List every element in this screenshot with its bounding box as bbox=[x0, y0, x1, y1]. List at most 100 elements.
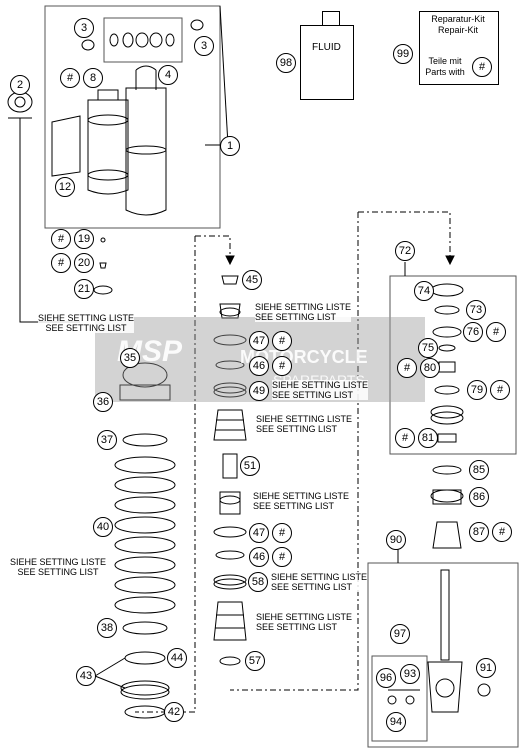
setting-note-line2: SEE SETTING LIST bbox=[256, 622, 338, 632]
setting-note-stack3: SIEHE SETTING LISTE SEE SETTING LIST bbox=[256, 612, 353, 632]
setting-note-line2: SEE SETTING LIST bbox=[271, 582, 353, 592]
callout-1[interactable]: 1 bbox=[220, 136, 240, 156]
callout-97[interactable]: 97 bbox=[390, 624, 410, 644]
callout-36[interactable]: 36 bbox=[93, 392, 113, 412]
callout-46-a[interactable]: 46 bbox=[249, 356, 269, 376]
callout-20-hash: # bbox=[51, 253, 71, 273]
setting-note-49: SIEHE SETTING LISTE SEE SETTING LIST bbox=[272, 380, 369, 400]
seal-kit-box bbox=[103, 17, 183, 63]
callout-4[interactable]: 4 bbox=[158, 65, 178, 85]
callout-74[interactable]: 74 bbox=[414, 281, 434, 301]
piston-rod bbox=[440, 569, 450, 661]
callout-99[interactable]: 99 bbox=[393, 44, 413, 64]
setting-note-line1: SIEHE SETTING LISTE bbox=[272, 380, 369, 390]
callout-49[interactable]: 49 bbox=[249, 381, 269, 401]
repair-kit-line3: Teile mit bbox=[428, 56, 462, 66]
callout-75[interactable]: 75 bbox=[418, 338, 438, 358]
shock-body bbox=[87, 99, 129, 195]
setting-note-line1: SIEHE SETTING LISTE bbox=[9, 557, 107, 567]
callout-94[interactable]: 94 bbox=[386, 712, 406, 732]
fluid-label: FLUID bbox=[312, 42, 341, 53]
callout-47-a-hash: # bbox=[272, 331, 292, 351]
callout-2[interactable]: 2 bbox=[10, 75, 30, 95]
callout-76[interactable]: 76 bbox=[463, 322, 483, 342]
callout-73[interactable]: 73 bbox=[466, 300, 486, 320]
callout-80[interactable]: 80 bbox=[420, 358, 440, 378]
callout-81[interactable]: 81 bbox=[418, 428, 438, 448]
callout-96[interactable]: 96 bbox=[376, 668, 396, 688]
repair-kit-line4: Parts with bbox=[425, 67, 465, 77]
callout-87[interactable]: 87 bbox=[469, 522, 489, 542]
setting-note-line2: SEE SETTING LIST bbox=[256, 424, 338, 434]
callout-42[interactable]: 42 bbox=[164, 702, 184, 722]
callout-93[interactable]: 93 bbox=[400, 664, 420, 684]
setting-note-line2: SEE SETTING LIST bbox=[45, 323, 127, 333]
callout-35[interactable]: 35 bbox=[120, 348, 140, 368]
callout-79-hash: # bbox=[490, 380, 510, 400]
callout-19[interactable]: 19 bbox=[74, 229, 94, 249]
setting-note-left-spring: SIEHE SETTING LISTE SEE SETTING LIST bbox=[9, 557, 107, 577]
callout-81-hash: # bbox=[395, 428, 415, 448]
callout-46-a-hash: # bbox=[272, 356, 292, 376]
callout-44[interactable]: 44 bbox=[167, 648, 187, 668]
valve-kit-frame bbox=[371, 655, 428, 742]
fluid-bottle bbox=[300, 25, 354, 100]
setting-note-line1: SIEHE SETTING LISTE bbox=[255, 302, 352, 312]
setting-note-stack1: SIEHE SETTING LISTE SEE SETTING LIST bbox=[256, 414, 353, 434]
callout-87-hash: # bbox=[492, 522, 512, 542]
callout-98[interactable]: 98 bbox=[276, 53, 296, 73]
callout-40[interactable]: 40 bbox=[93, 517, 113, 537]
setting-note-line1: SIEHE SETTING LISTE bbox=[37, 313, 135, 323]
callout-37[interactable]: 37 bbox=[97, 430, 117, 450]
piston-rod-frame bbox=[367, 562, 519, 748]
setting-note-45: SIEHE SETTING LISTE SEE SETTING LIST bbox=[255, 302, 352, 322]
shock-assembly-frame bbox=[44, 5, 221, 229]
callout-79[interactable]: 79 bbox=[467, 380, 487, 400]
callout-47-b-hash: # bbox=[272, 523, 292, 543]
callout-90[interactable]: 90 bbox=[386, 530, 406, 550]
fluid-bottle-cap bbox=[322, 11, 340, 26]
setting-note-stack2: SIEHE SETTING LISTE SEE SETTING LIST bbox=[253, 491, 350, 511]
setting-note-line1: SIEHE SETTING LISTE bbox=[256, 612, 353, 622]
callout-86[interactable]: 86 bbox=[469, 487, 489, 507]
repair-kit-line1: Reparatur-Kit bbox=[431, 14, 485, 24]
setting-note-line2: SEE SETTING LIST bbox=[253, 501, 335, 511]
watermark-line1: MOTORCYCLE bbox=[240, 347, 368, 367]
callout-38[interactable]: 38 bbox=[97, 618, 117, 638]
setting-note-line1: SIEHE SETTING LISTE bbox=[256, 414, 353, 424]
setting-note-line1: SIEHE SETTING LISTE bbox=[253, 491, 350, 501]
callout-46-b-hash: # bbox=[272, 547, 292, 567]
callout-76-hash: # bbox=[486, 322, 506, 342]
callout-8[interactable]: 8 bbox=[83, 68, 103, 88]
spring-coils bbox=[114, 456, 176, 614]
callout-21[interactable]: 21 bbox=[74, 279, 94, 299]
callout-3-right[interactable]: 3 bbox=[194, 36, 214, 56]
callout-51[interactable]: 51 bbox=[240, 456, 260, 476]
callout-12[interactable]: 12 bbox=[55, 177, 75, 197]
setting-note-58: SIEHE SETTING LISTE SEE SETTING LIST bbox=[271, 572, 368, 592]
callout-85[interactable]: 85 bbox=[469, 460, 489, 480]
callout-47-a[interactable]: 47 bbox=[249, 331, 269, 351]
callout-45[interactable]: 45 bbox=[242, 270, 262, 290]
callout-43[interactable]: 43 bbox=[76, 666, 96, 686]
callout-57[interactable]: 57 bbox=[245, 651, 265, 671]
callout-46-b[interactable]: 46 bbox=[249, 547, 269, 567]
callout-91[interactable]: 91 bbox=[476, 658, 496, 678]
setting-note-line1: SIEHE SETTING LISTE bbox=[271, 572, 368, 582]
reservoir-body bbox=[125, 87, 167, 216]
protective-sleeve bbox=[51, 115, 81, 177]
setting-note-left-top: SIEHE SETTING LISTE SEE SETTING LIST bbox=[37, 313, 135, 333]
callout-3-left[interactable]: 3 bbox=[74, 18, 94, 38]
callout-20[interactable]: 20 bbox=[74, 253, 94, 273]
setting-note-line2: SEE SETTING LIST bbox=[17, 567, 99, 577]
callout-19-hash: # bbox=[51, 229, 71, 249]
repair-kit-hash-callout: # bbox=[472, 57, 492, 77]
callout-47-b[interactable]: 47 bbox=[249, 523, 269, 543]
callout-72[interactable]: 72 bbox=[395, 241, 415, 261]
setting-note-line2: SEE SETTING LIST bbox=[272, 390, 354, 400]
callout-58[interactable]: 58 bbox=[248, 572, 268, 592]
callout-80-hash: # bbox=[397, 358, 417, 378]
setting-note-line2: SEE SETTING LIST bbox=[255, 312, 337, 322]
repair-kit-frame bbox=[389, 275, 517, 455]
